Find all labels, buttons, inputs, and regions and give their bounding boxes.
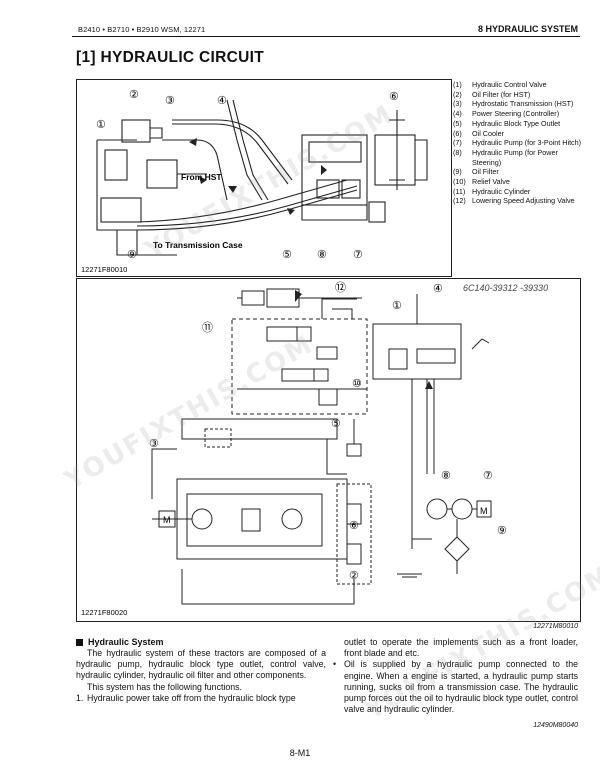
motor-label: M bbox=[163, 515, 171, 525]
paragraph: The hydraulic system of these tractors a… bbox=[76, 648, 326, 681]
figure-1-pictorial-circuit: From HST To Transmission Case ① ② ③ ④ ⑤ … bbox=[76, 79, 452, 277]
legend-item: (6)Oil Cooler bbox=[453, 128, 504, 138]
paragraph: This system has the following functions. bbox=[87, 681, 242, 692]
handwritten-part-number: 6C140-39312 -39330 bbox=[463, 283, 548, 293]
callout-7: ⑦ bbox=[353, 249, 363, 261]
callout-9: ⑨ bbox=[497, 525, 507, 537]
legend-item: (8)Hydraulic Pump (for Power Steering) bbox=[453, 147, 558, 167]
figure-2-drawing: 6C140-39312 -39330 M M ① ② ③ ④ ⑤ ⑥ ⑦ ⑧ ⑨… bbox=[81, 281, 548, 617]
callout-10: ⑩ bbox=[352, 378, 362, 390]
callout-8: ⑧ bbox=[317, 249, 327, 261]
callout-9: ⑨ bbox=[127, 249, 137, 261]
label-from-hst: From HST bbox=[181, 172, 222, 182]
legend-item: (10)Relief Valve bbox=[453, 177, 510, 187]
header-rule bbox=[72, 36, 580, 37]
callout-5: ⑤ bbox=[282, 249, 292, 261]
legend-item: (12)Lowering Speed Adjusting Valve bbox=[453, 196, 575, 206]
callout-1: ① bbox=[392, 300, 402, 312]
section-ref-code: 12490M80040 bbox=[533, 722, 578, 729]
callout-8: ⑧ bbox=[441, 470, 451, 482]
list-item: • Oil is supplied by a hydraulic pump co… bbox=[333, 659, 578, 715]
right-column: outlet to operate the implements such as… bbox=[333, 637, 578, 715]
header-models: B2410 • B2710 • B2910 WSM, 12271 bbox=[78, 25, 206, 34]
callout-1: ① bbox=[96, 119, 106, 131]
legend-item: (5)Hydraulic Block Type Outlet bbox=[453, 118, 561, 128]
motor-label-2: M bbox=[480, 506, 488, 516]
component-legend: (1)Hydraulic Control Valve (2)Oil Filter… bbox=[453, 80, 583, 206]
section-heading: Hydraulic System bbox=[76, 637, 164, 647]
callout-2: ② bbox=[129, 89, 139, 101]
legend-item: (2)Oil Filter (for HST) bbox=[453, 89, 531, 99]
figure-2-ref-code: 12271M80010 bbox=[533, 623, 578, 630]
label-to-transmission: To Transmission Case bbox=[153, 240, 243, 250]
callout-2: ② bbox=[349, 570, 359, 582]
callout-4: ④ bbox=[433, 283, 443, 295]
callout-11: ⑪ bbox=[202, 321, 213, 334]
figure-1-code: 12271F80010 bbox=[81, 265, 127, 274]
page-title: [1] HYDRAULIC CIRCUIT bbox=[76, 49, 264, 66]
callout-4: ④ bbox=[217, 95, 227, 107]
list-item: 1. Hydraulic power take off from the hyd… bbox=[76, 692, 296, 703]
figure-2-code: 12271F80020 bbox=[81, 608, 127, 617]
callout-6: ⑥ bbox=[349, 520, 359, 532]
figure-1-drawing: From HST To Transmission Case ① ② ③ ④ ⑤ … bbox=[81, 89, 428, 274]
legend-item: (11)Hydraulic Cylinder bbox=[453, 186, 531, 196]
header-section: 8 HYDRAULIC SYSTEM bbox=[477, 24, 578, 34]
page-number: 8-M1 bbox=[289, 748, 311, 758]
legend-item: (1)Hydraulic Control Valve bbox=[453, 80, 547, 89]
callout-12: ⑫ bbox=[335, 281, 346, 294]
legend-item: (7)Hydraulic Pump (for 3-Point Hitch) bbox=[453, 138, 582, 148]
legend-item: (4)Power Steering (Controller) bbox=[453, 109, 560, 119]
left-column: The hydraulic system of these tractors a… bbox=[76, 648, 326, 704]
callout-3: ③ bbox=[165, 95, 175, 107]
legend-item: (9)Oil Filter bbox=[453, 167, 499, 177]
section-square-icon bbox=[76, 638, 83, 646]
figure-2-hydraulic-schematic: 6C140-39312 -39330 M M ① ② ③ ④ ⑤ ⑥ ⑦ ⑧ ⑨… bbox=[76, 278, 581, 622]
callout-7: ⑦ bbox=[483, 470, 493, 482]
callout-6: ⑥ bbox=[389, 91, 399, 103]
paragraph: outlet to operate the implements such as… bbox=[344, 637, 578, 659]
callout-3: ③ bbox=[149, 438, 159, 450]
legend-item: (3)Hydrostatic Transmission (HST) bbox=[453, 99, 574, 109]
callout-5: ⑤ bbox=[331, 418, 341, 430]
